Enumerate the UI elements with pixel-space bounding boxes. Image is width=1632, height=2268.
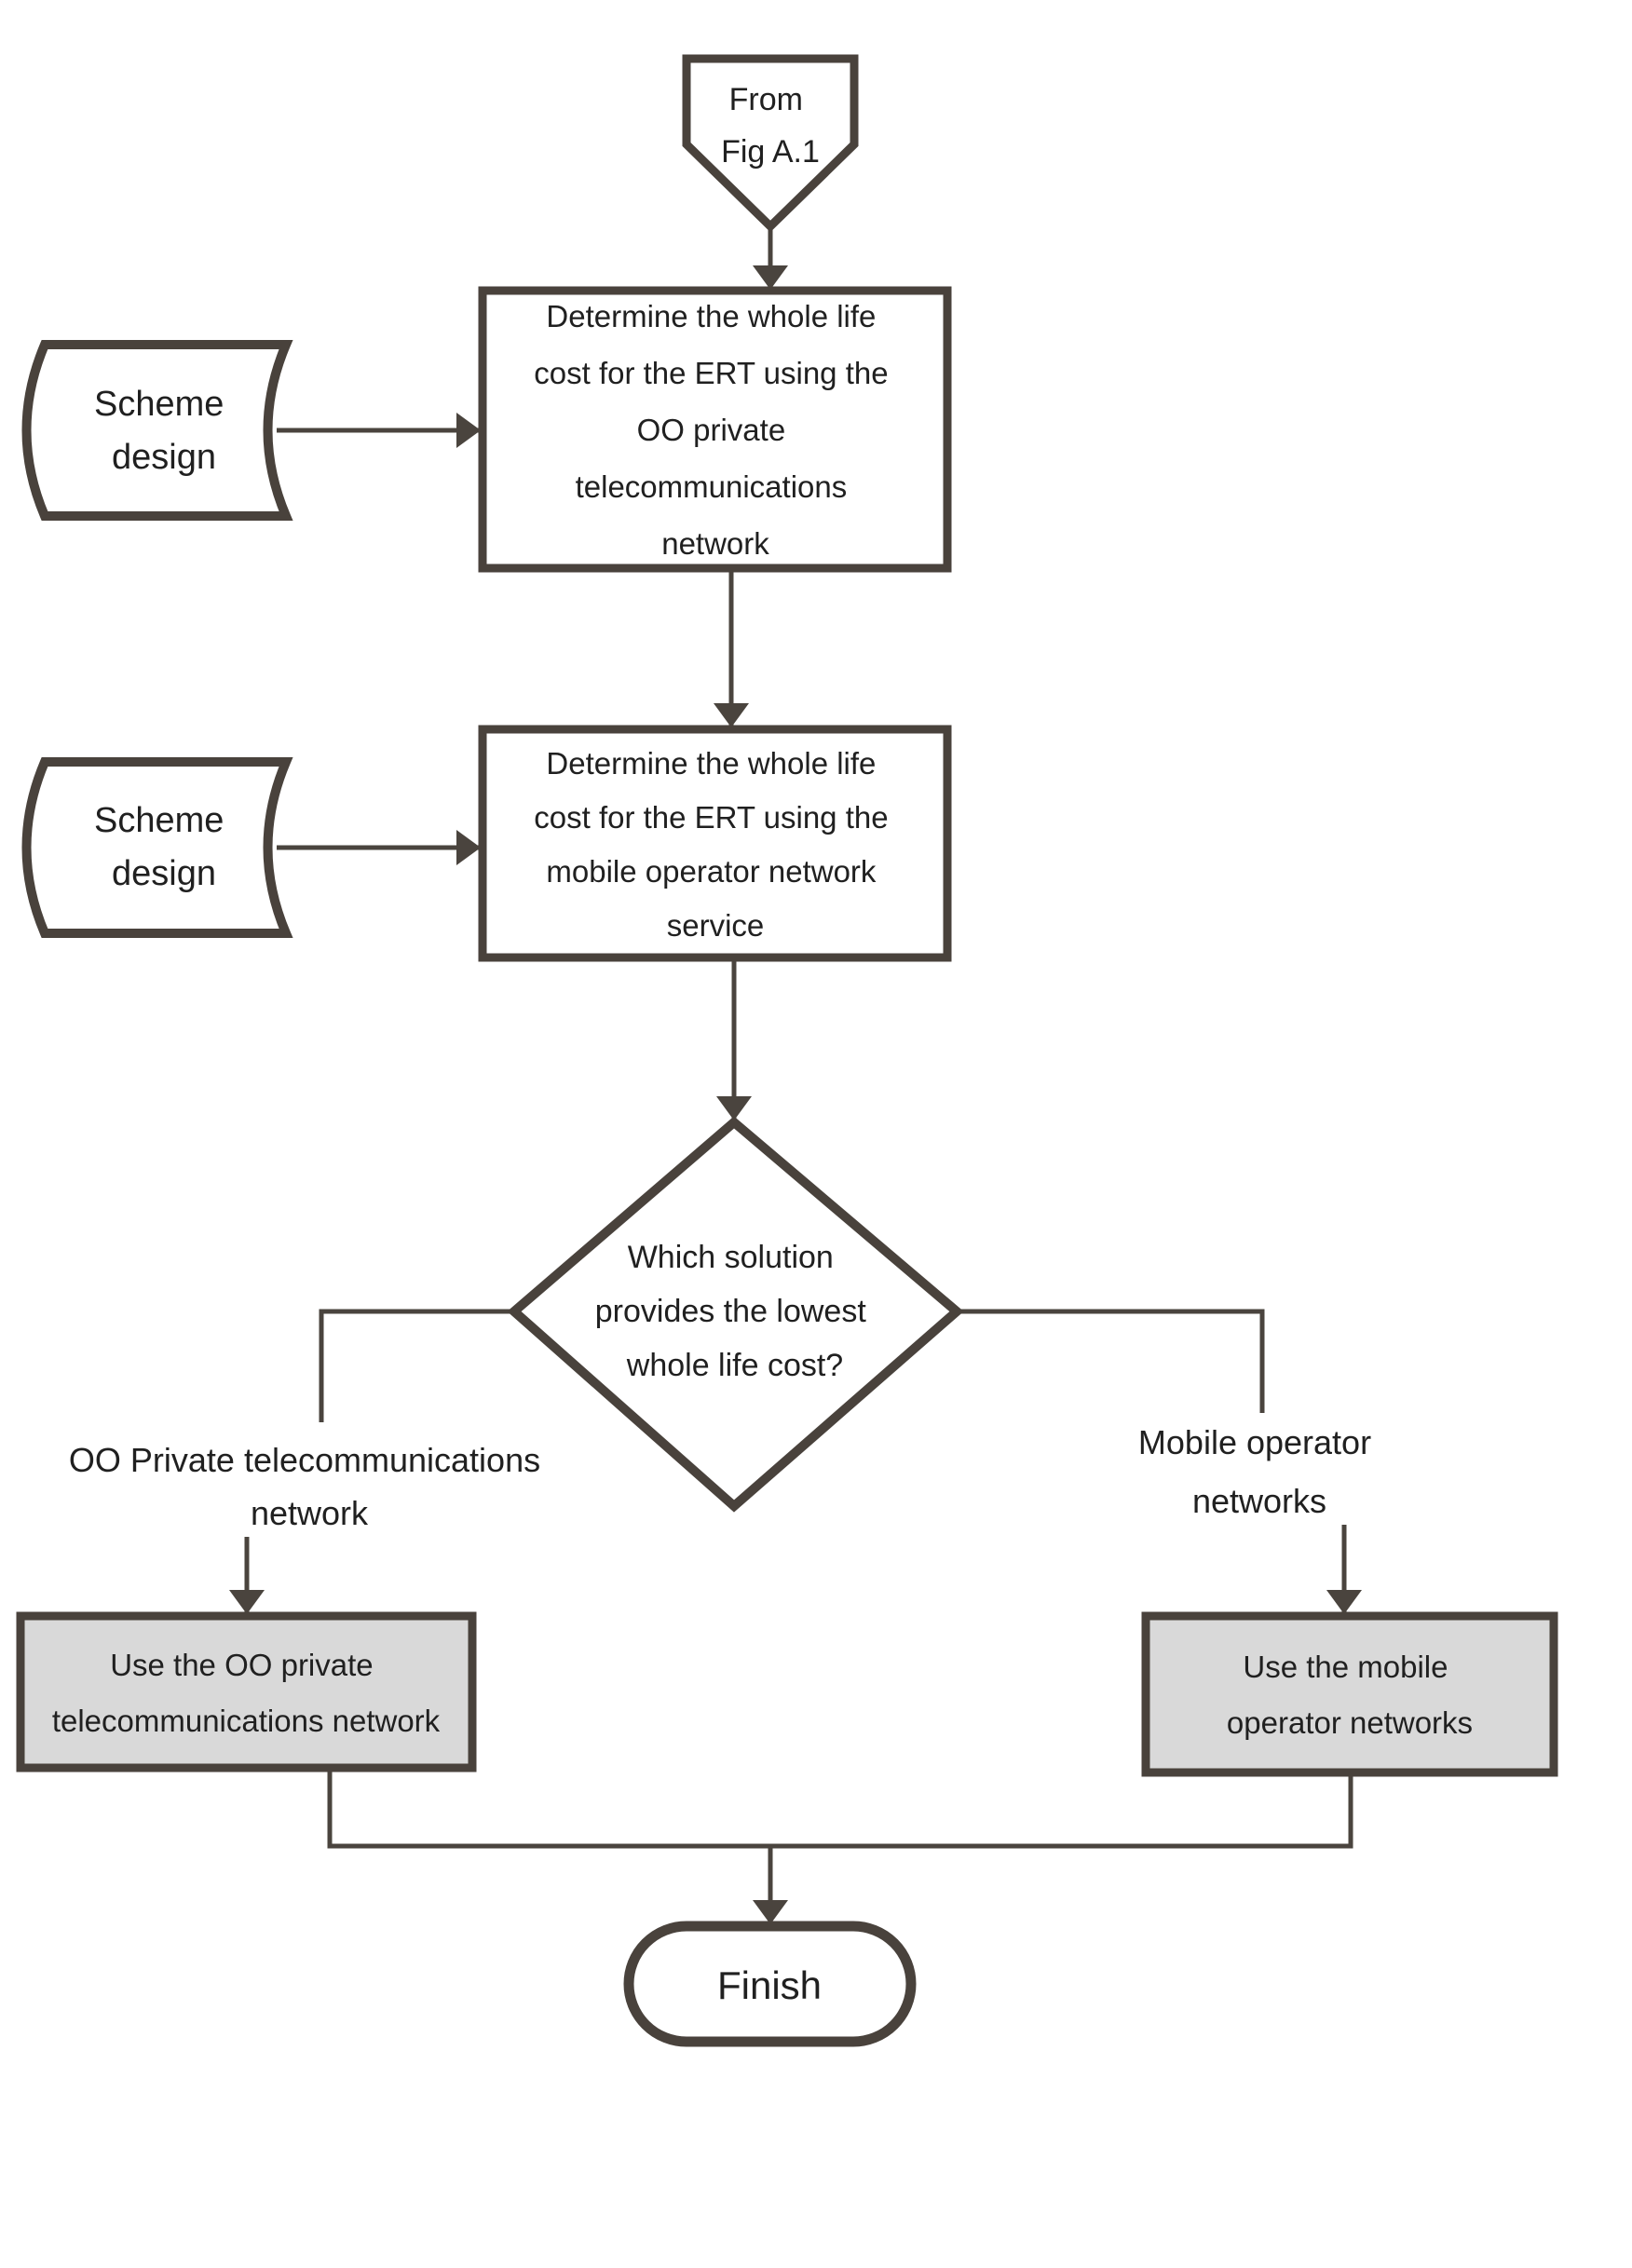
use-mobile-result-shape [1141,1611,1558,1777]
determine-mobile-line-3: mobile operator network [546,854,877,889]
determine-mobile-process-shape [478,725,952,962]
scheme-design-bottom-text: Scheme design [94,801,234,893]
use-mobile-line-1: Use the mobile [1243,1650,1448,1684]
left-branch-label: OO Private telecommunications network [69,1441,550,1532]
scheme-design-top-shape [21,340,293,521]
decision-diamond-text: Which solution provides the lowest whole… [595,1240,876,1383]
determine-oo-process-shape [478,286,952,573]
off-page-connector-text: From Fig A.1 [721,82,820,170]
determine-oo-line-2: cost for the ERT using the [534,356,888,390]
decision-diamond-shape [507,1116,964,1513]
determine-mobile-line-1: Determine the whole life [546,746,876,781]
finish-terminator-shape [623,1921,917,2047]
off-page-connector-shape [682,54,859,233]
right-branch-label: Mobile operator networks [1138,1423,1380,1520]
determine-oo-process-text: Determine the whole life cost for the ER… [534,299,897,561]
determine-oo-line-5: network [661,526,769,561]
determine-mobile-line-4: service [667,908,765,943]
use-mobile-line-2: operator networks [1227,1705,1473,1740]
scheme-design-bottom-shape [21,757,293,938]
decision-line-2: provides the lowest [595,1294,867,1329]
left-branch-label-line-2: network [251,1494,369,1532]
scheme-top-line-1: Scheme [94,385,224,424]
scheme-bottom-line-2: design [112,854,216,893]
determine-mobile-process-text: Determine the whole life cost for the ER… [534,746,897,943]
edge-decision-right-branch [957,1309,1265,1413]
use-oo-line-2: telecommunications network [52,1704,441,1738]
right-branch-label-line-1: Mobile operator [1138,1423,1371,1461]
determine-oo-line-4: telecommunications [576,469,848,504]
determine-mobile-line-2: cost for the ERT using the [534,800,888,835]
finish-terminator-text: Finish [717,1963,822,2007]
edge-merge-branches [327,1768,1353,1849]
right-branch-label-line-2: networks [1192,1482,1326,1520]
from-line-2: Fig A.1 [721,134,820,170]
use-oo-result-text: Use the OO private telecommunications ne… [52,1648,441,1738]
from-line-1: From [729,82,803,117]
decision-line-3: whole life cost? [626,1348,843,1383]
finish-line-1: Finish [717,1963,822,2007]
left-branch-label-line-1: OO Private telecommunications [69,1441,540,1479]
use-oo-line-1: Use the OO private [110,1648,373,1682]
use-oo-result-shape [16,1611,477,1772]
scheme-design-top-text: Scheme design [94,385,234,477]
determine-oo-line-1: Determine the whole life [546,299,876,333]
decision-line-1: Which solution [628,1240,834,1275]
scheme-bottom-line-1: Scheme [94,801,224,840]
scheme-top-line-2: design [112,438,216,477]
edge-decision-left-branch [319,1309,514,1422]
use-mobile-result-text: Use the mobile operator networks [1227,1650,1473,1740]
determine-oo-line-3: OO private [637,413,786,447]
